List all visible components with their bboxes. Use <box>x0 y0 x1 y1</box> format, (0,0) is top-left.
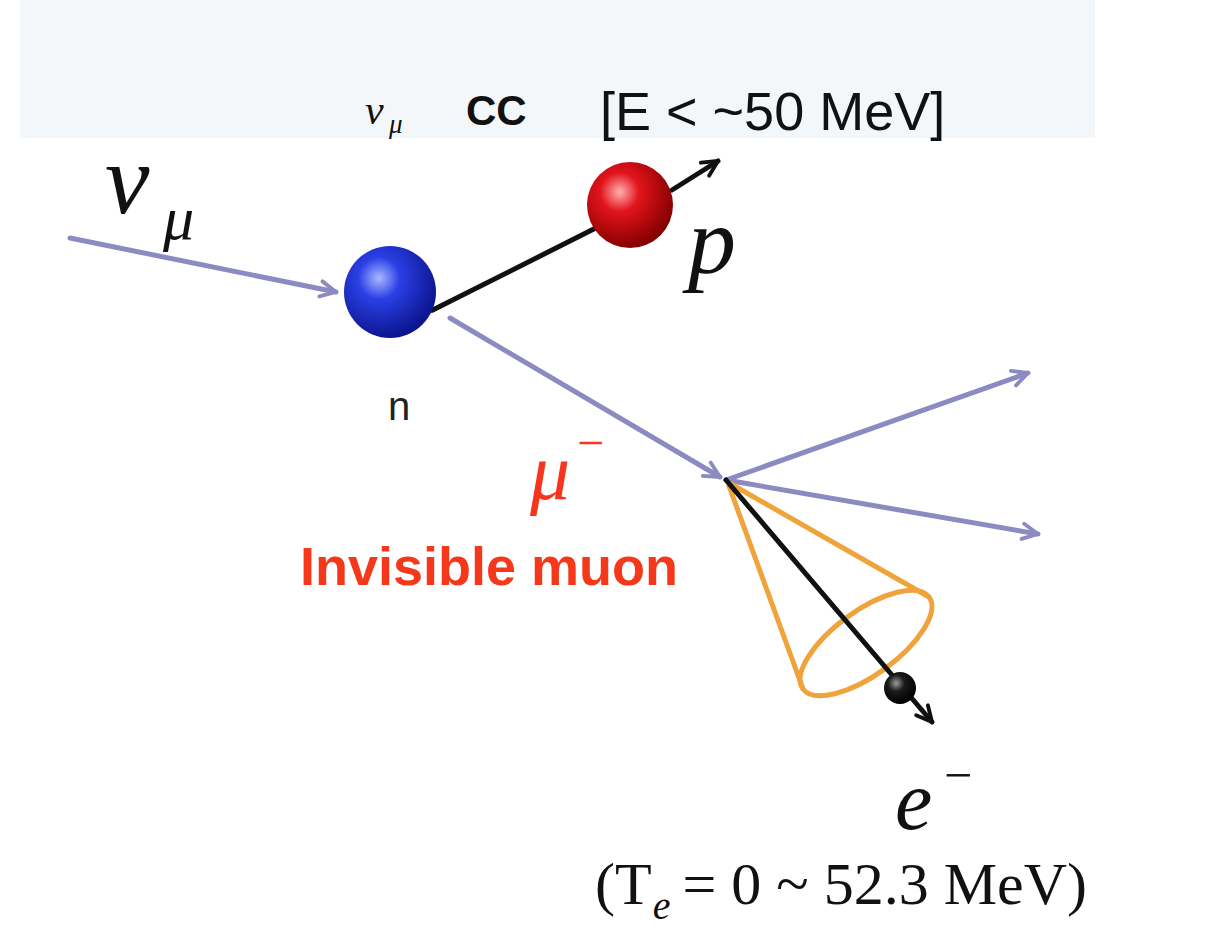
neutrino-symbol: ν <box>105 130 149 230</box>
subscript: μ <box>163 187 194 249</box>
muon-track <box>450 318 720 477</box>
ball-shape <box>587 162 673 248</box>
electron-track <box>726 480 932 722</box>
subscript: e <box>653 886 671 926</box>
track-line <box>432 229 594 310</box>
neutrino-track <box>70 238 336 292</box>
particle-label: n <box>388 386 410 426</box>
header-band <box>20 0 1095 138</box>
neutrino-symbol: ν <box>365 89 384 131</box>
annotation: Invisible muon <box>300 539 678 593</box>
particle-label: e <box>895 759 932 843</box>
energy-formula: = 0 ~ 52.3 MeV) <box>682 854 1087 914</box>
charge-sign: − <box>944 750 972 800</box>
proton-track <box>672 161 718 190</box>
energy-formula: (T <box>595 854 652 914</box>
neutron-ball: n <box>344 246 436 338</box>
energy-range: [E < ~50 MeV] <box>600 84 945 138</box>
ball-fill <box>884 672 916 704</box>
interaction-type: CC <box>466 90 527 132</box>
ball-shape <box>344 246 436 338</box>
proton-ball: p <box>587 162 673 248</box>
neutrino-track <box>726 373 1028 480</box>
particle-label: p <box>688 193 736 289</box>
muon-symbol: μ <box>530 432 570 512</box>
electron-dot: e− <box>884 672 916 704</box>
cherenkov-cone <box>731 484 929 597</box>
ball-fill <box>587 162 673 248</box>
ball-fill <box>344 246 436 338</box>
subscript: μ <box>389 111 403 138</box>
ball-shape <box>884 672 916 704</box>
charge-sign: − <box>577 419 604 467</box>
